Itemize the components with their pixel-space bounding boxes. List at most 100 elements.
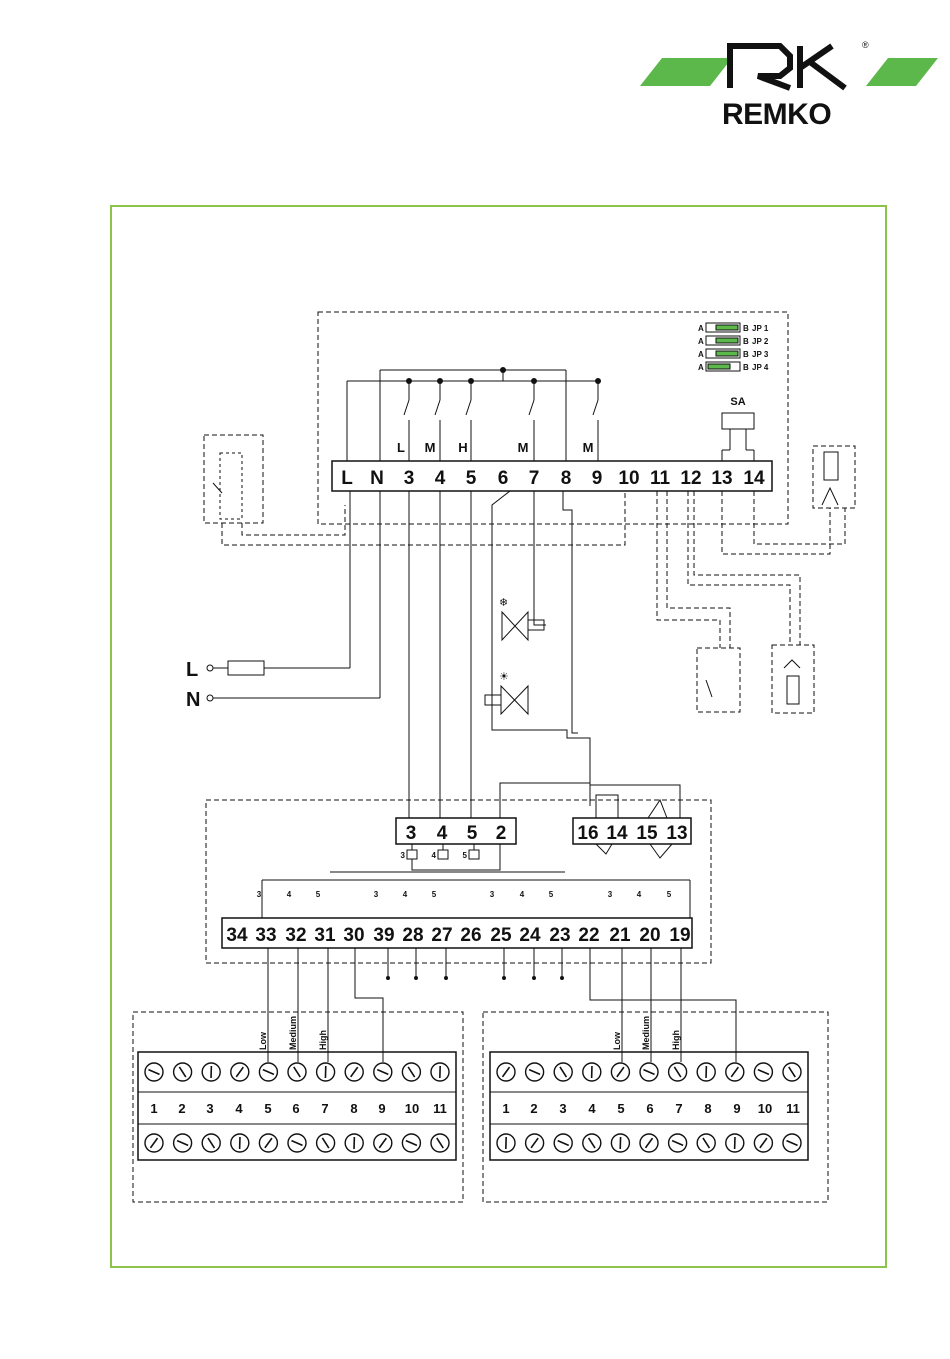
left-block-number: 6: [292, 1101, 299, 1116]
bottom-terminal: 21: [609, 925, 631, 946]
left-speed-medium: Medium: [288, 1016, 298, 1050]
sa-label: SA: [730, 396, 745, 408]
jumper-2-b: B: [743, 337, 749, 346]
right-block-number: 7: [675, 1101, 682, 1116]
sa-connector: [722, 413, 754, 429]
right-block-number: 6: [646, 1101, 653, 1116]
right-speed-high: High: [671, 1030, 681, 1050]
jumper-4-b: B: [743, 363, 749, 372]
jumper-4-fill: [708, 364, 730, 369]
main-terminal: 11: [650, 468, 671, 489]
jumper-2-label: JP 2: [752, 337, 769, 346]
supply-n-label: N: [186, 689, 200, 711]
jumper-1-a: A: [698, 324, 704, 333]
main-terminal: 7: [529, 468, 540, 489]
right-block-number: 3: [559, 1101, 566, 1116]
left-block-number: 11: [433, 1101, 447, 1116]
coil-label: 5: [463, 851, 468, 860]
right-speed-low: Low: [612, 1031, 622, 1050]
bottom-terminal: 23: [549, 925, 570, 946]
interface-board-outline: [206, 800, 711, 963]
left-block-number: 2: [178, 1101, 185, 1116]
interface-terminal: 3: [406, 823, 417, 844]
right-block-number: 9: [733, 1101, 740, 1116]
contact-label: 4: [287, 890, 292, 899]
jumper-1-b: B: [743, 324, 749, 333]
main-terminal: 12: [680, 468, 701, 489]
main-terminal: 6: [498, 468, 509, 489]
main-terminal: 4: [435, 468, 446, 489]
bottom-terminal: 19: [669, 925, 690, 946]
jumper-4-label: JP 4: [752, 363, 769, 372]
jumper-1-fill: [716, 325, 738, 330]
contact-label: 4: [637, 890, 642, 899]
left-block-number: 4: [235, 1101, 243, 1116]
left-block-number: 9: [378, 1101, 385, 1116]
main-terminal: 9: [592, 468, 603, 489]
right-block-number: 11: [786, 1101, 800, 1116]
left-block-number: 5: [264, 1101, 271, 1116]
contact-label: 4: [403, 890, 408, 899]
interface-terminal: 14: [606, 823, 628, 844]
relay-label-l: L: [397, 440, 405, 455]
bottom-terminal: 25: [490, 925, 512, 946]
left-block-number: 10: [405, 1101, 419, 1116]
contact-label: 3: [374, 890, 379, 899]
right-block-number: 5: [617, 1101, 624, 1116]
bottom-terminal: 31: [314, 925, 336, 946]
interface-terminal: 5: [467, 823, 478, 844]
supply-l-label: L: [186, 659, 198, 681]
jumper-3-fill: [716, 351, 738, 356]
left-block-number: 8: [350, 1101, 357, 1116]
main-terminal: 8: [561, 468, 572, 489]
main-terminal: N: [370, 468, 384, 489]
contact-label: 5: [432, 890, 437, 899]
contact-label: 3: [490, 890, 495, 899]
right-sensor-box: [813, 446, 855, 508]
relay-label-h: H: [458, 440, 467, 455]
bottom-terminal: 30: [343, 925, 364, 946]
right-block-number: 4: [588, 1101, 596, 1116]
bottom-terminal: 26: [460, 925, 481, 946]
main-terminal-strip: [332, 461, 772, 491]
jumper-4-a: A: [698, 363, 704, 372]
main-board-outline: [318, 312, 788, 524]
valve-2-symbol-icon: ☀: [499, 671, 509, 683]
left-block-number: 3: [206, 1101, 213, 1116]
left-speed-high: High: [318, 1030, 328, 1050]
bottom-terminal: 32: [285, 925, 306, 946]
right-block-number: 2: [530, 1101, 537, 1116]
left-speed-low: Low: [258, 1031, 268, 1050]
bottom-terminal: 34: [226, 925, 248, 946]
main-terminal: 14: [743, 468, 765, 489]
coil-label: 4: [432, 851, 437, 860]
sensor-box-2: [772, 645, 814, 713]
screw-terminals: [145, 1063, 801, 1152]
interface-terminal: 16: [577, 823, 598, 844]
left-block-number: 1: [150, 1101, 157, 1116]
left-switch-box: [204, 435, 263, 523]
coil-label: 3: [401, 851, 406, 860]
left-block-number: 7: [321, 1101, 328, 1116]
interface-terminal: 4: [437, 823, 448, 844]
jumper-2-a: A: [698, 337, 704, 346]
relay-label-m3: M: [583, 440, 594, 455]
interface-terminal: 2: [496, 823, 507, 844]
bottom-terminal: 28: [402, 925, 423, 946]
valve-1-symbol-icon: ❄: [499, 597, 508, 609]
valve-1-icon: [502, 612, 528, 640]
jumper-3-a: A: [698, 350, 704, 359]
jumper-block: [706, 323, 740, 371]
contact-label: 5: [549, 890, 554, 899]
main-terminal: 5: [466, 468, 477, 489]
bottom-terminal: 20: [639, 925, 660, 946]
main-terminal: 13: [711, 468, 732, 489]
main-terminal: 10: [618, 468, 639, 489]
main-terminal: L: [341, 468, 353, 489]
contact-label: 4: [520, 890, 525, 899]
contact-label: 3: [608, 890, 613, 899]
jumper-3-b: B: [743, 350, 749, 359]
interface-terminal: 15: [636, 823, 658, 844]
jumper-1-label: JP 1: [752, 324, 769, 333]
